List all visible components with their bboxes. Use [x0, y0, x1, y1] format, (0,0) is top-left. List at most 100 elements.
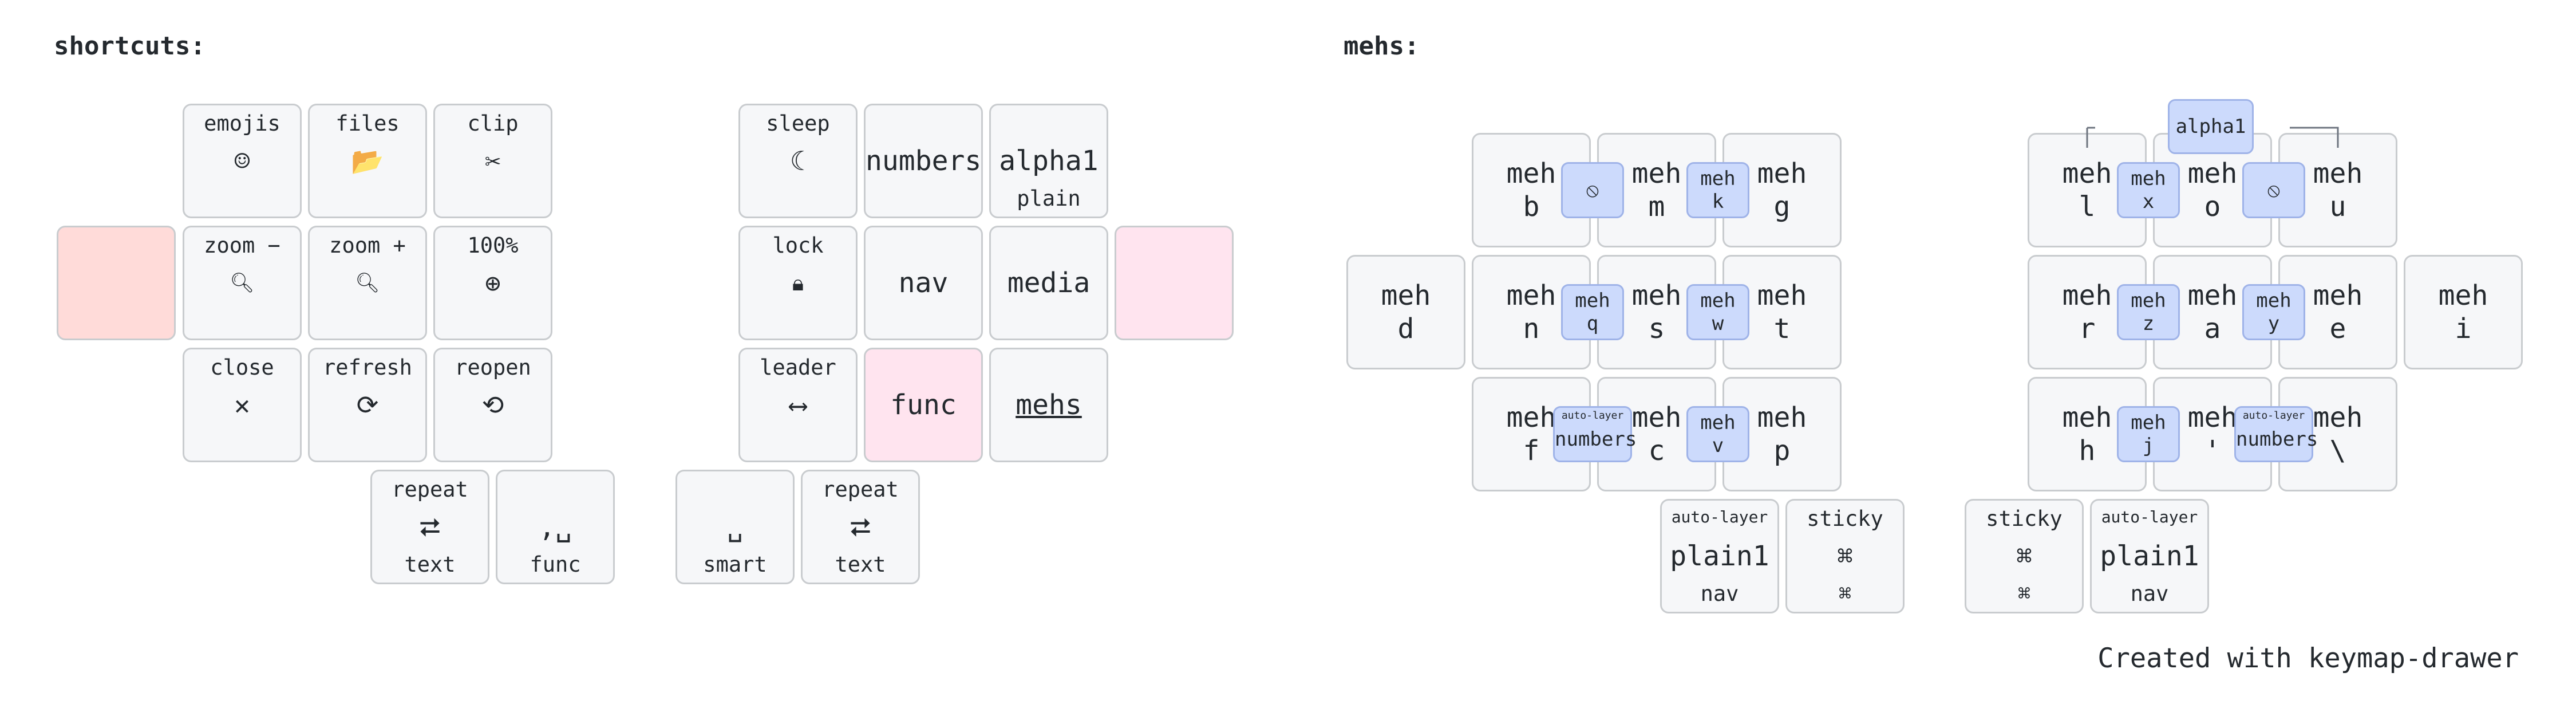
key-tap-label: nav	[898, 267, 949, 299]
combo-connector-left	[2086, 127, 2095, 148]
combo-right-ae: meh y	[2242, 284, 2305, 340]
key-nav: nav	[864, 226, 983, 340]
command-icon: ⌘	[2017, 581, 2031, 606]
combo-right-ou: ⦸	[2242, 162, 2305, 218]
key-zoom-in: zoom + 🔍︎	[308, 226, 427, 340]
key-tap-label: plain1	[2100, 540, 2199, 572]
key-tap-label: meh b	[1506, 158, 1556, 223]
key-files: files 📂	[308, 104, 427, 218]
shortcuts-title: shortcuts:	[54, 32, 206, 61]
key-hold-label: sticky	[1807, 506, 1883, 531]
key-tap-label: numbers	[866, 145, 982, 177]
key-meh-d: meh d	[1346, 255, 1465, 369]
key-blank-red	[57, 226, 176, 340]
combo-left-st: meh w	[1686, 284, 1749, 340]
key-repeat-right: repeat ⮂ text	[801, 470, 920, 584]
combo-right-lo: meh x	[2117, 162, 2180, 218]
combo-small-label: auto-layer	[1561, 410, 1624, 422]
space-icon: ␣	[727, 512, 743, 542]
key-hold-label: files	[335, 111, 400, 136]
command-icon: ⌘	[1837, 541, 1853, 572]
moon-icon: ☾	[790, 145, 806, 176]
key-sticky-cmd-right: sticky ⌘ ⌘	[1965, 499, 2084, 613]
close-icon: ✕	[234, 390, 250, 420]
key-tap-label: meh o	[2187, 158, 2238, 223]
key-tap-label: meh \	[2313, 402, 2363, 467]
key-tap-label: meh t	[1757, 280, 1807, 345]
combo-left-bm: ⦸	[1561, 162, 1624, 218]
key-tap-label: media	[1007, 267, 1091, 299]
key-hold-label: sleep	[766, 111, 830, 136]
combo-label: meh q	[1575, 289, 1610, 335]
combo-label: meh z	[2131, 289, 2166, 335]
key-tap-label: mehs	[1016, 389, 1082, 421]
key-func: func	[864, 348, 983, 462]
combo-label: numbers	[2236, 428, 2318, 451]
lock-icon: 🔒︎	[792, 270, 804, 296]
key-shifted-label: nav	[2130, 581, 2169, 606]
combo-label: alpha1	[2175, 115, 2246, 138]
key-tap-label: meh a	[2187, 280, 2238, 345]
key-shifted-label: text	[835, 552, 886, 577]
key-space: ␣ smart	[675, 470, 795, 584]
key-hold-label: lock	[772, 233, 824, 258]
key-hold-label: repeat	[822, 477, 899, 502]
key-sticky-cmd-left: sticky ⌘ ⌘	[1785, 499, 1905, 613]
key-tap-label: meh s	[1631, 280, 1682, 345]
key-sleep: sleep ☾	[738, 104, 858, 218]
combo-left-ns: meh q	[1561, 284, 1624, 340]
combo-label: meh w	[1700, 289, 1736, 335]
key-meh-i: meh i	[2404, 255, 2523, 369]
key-hold-label: emojis	[204, 111, 280, 136]
key-hold-label: sticky	[1986, 506, 2063, 531]
key-hold-label: reopen	[455, 355, 531, 380]
cancel-icon: ⦸	[1586, 179, 1599, 202]
combo-label: meh v	[1700, 411, 1736, 457]
combo-small-label: auto-layer	[2242, 410, 2305, 422]
key-reopen: reopen ⟲	[433, 348, 552, 462]
key-tap-label: meh i	[2438, 280, 2488, 345]
key-comma-space: ,␣ func	[496, 470, 615, 584]
key-zoom-reset: 100% ⊕	[433, 226, 552, 340]
key-tap-label: alpha1	[999, 145, 1099, 177]
folder-icon: 📂	[351, 145, 384, 176]
key-hold-label: repeat	[392, 477, 468, 502]
combo-left-fc: auto-layer numbers	[1553, 406, 1637, 462]
combo-right-apos-bs: auto-layer numbers	[2234, 406, 2318, 462]
scissors-icon: ✂	[485, 145, 501, 176]
smiley-icon: ☺	[234, 145, 250, 176]
combo-label: meh y	[2256, 289, 2291, 335]
key-tap-label: ,␣	[539, 511, 572, 543]
key-tap-label: meh d	[1381, 280, 1431, 345]
key-tap-label: meh g	[1757, 158, 1807, 223]
combo-label: meh x	[2131, 167, 2166, 213]
key-hold-label: auto-layer	[1671, 508, 1768, 526]
leader-icon: ⟷	[790, 390, 806, 420]
footer-credit: Created with keymap-drawer	[2097, 643, 2519, 674]
key-shifted-label: text	[404, 552, 456, 577]
zoom-in-icon: 🔍︎	[355, 272, 380, 294]
key-tap-label: meh h	[2062, 402, 2112, 467]
combo-left-cp: meh v	[1686, 406, 1749, 462]
refresh-icon: ⟳	[356, 390, 379, 420]
key-tap-label: func	[890, 389, 957, 421]
key-hold-label: close	[210, 355, 274, 380]
combo-right-lu: alpha1	[2168, 99, 2254, 154]
key-hold-label: refresh	[323, 355, 412, 380]
cancel-icon: ⦸	[2267, 179, 2281, 202]
history-icon: ⟲	[481, 390, 504, 420]
key-clip: clip ✂	[433, 104, 552, 218]
key-hold-label: zoom −	[204, 233, 280, 258]
key-plain1-left: auto-layer plain1 nav	[1660, 499, 1779, 613]
key-blank-pink	[1115, 226, 1234, 340]
key-hold-label: auto-layer	[2101, 508, 2198, 526]
command-icon: ⌘	[1838, 581, 1852, 606]
key-tap-label: meh n	[1506, 280, 1556, 345]
combo-label: meh k	[1700, 167, 1736, 213]
key-tap-label: meh p	[1757, 402, 1807, 467]
repeat-icon: ⮂	[850, 512, 871, 542]
key-media: media	[989, 226, 1108, 340]
key-hold-label: leader	[760, 355, 836, 380]
repeat-icon: ⮂	[419, 512, 441, 542]
